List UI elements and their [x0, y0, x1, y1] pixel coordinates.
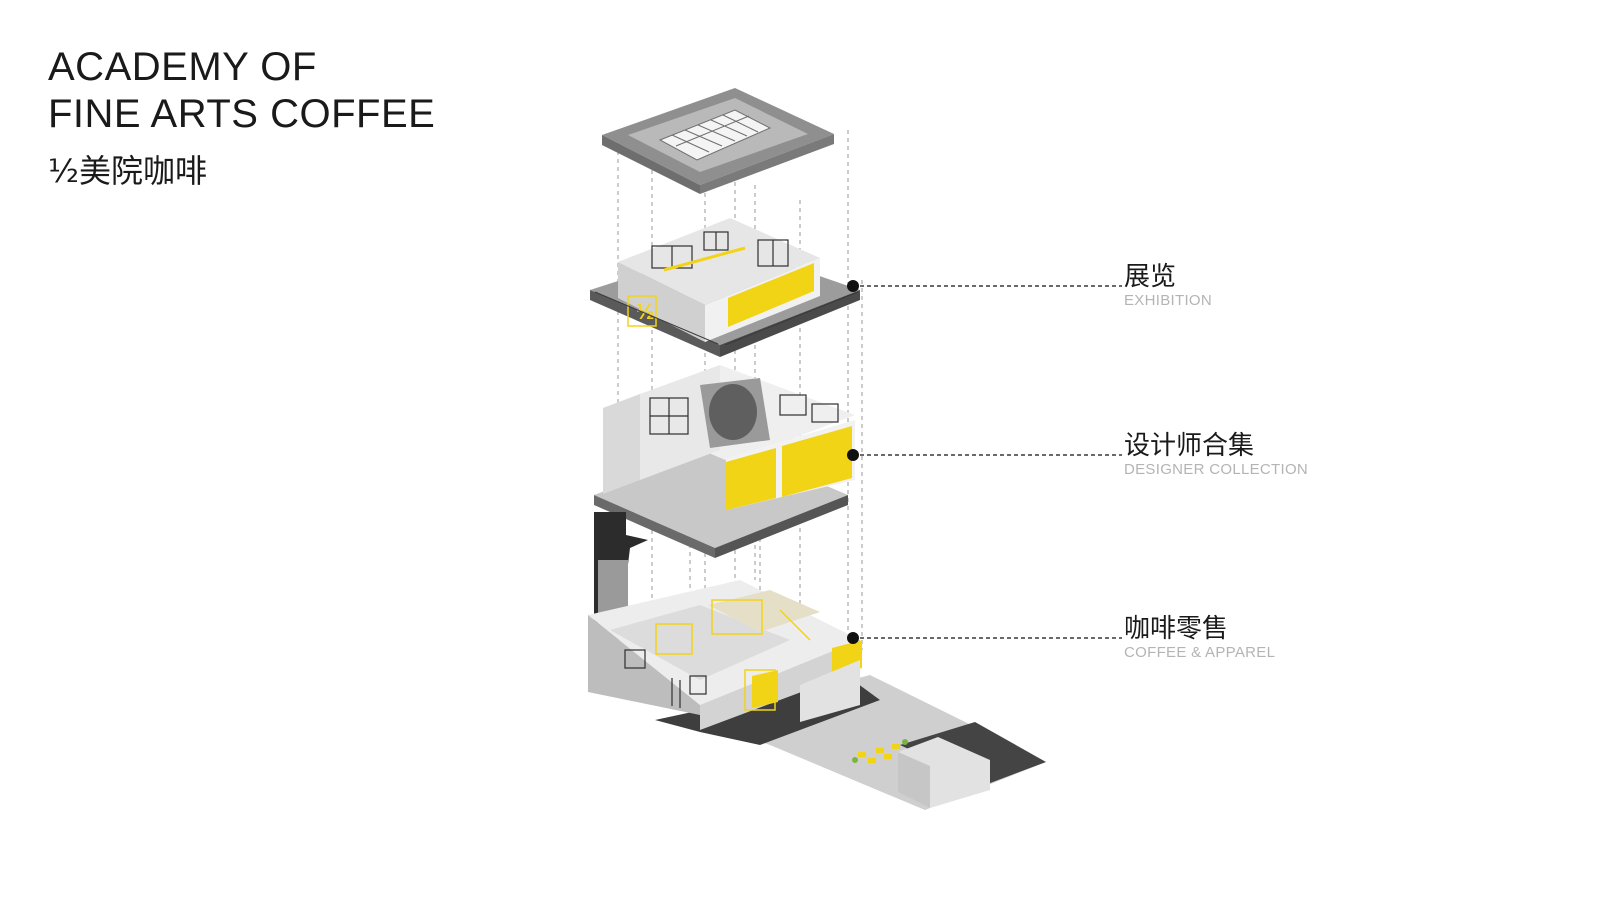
- callout-designer-en: DESIGNER COLLECTION: [1124, 461, 1309, 478]
- logo-half-mark: ½: [636, 299, 654, 324]
- title-chinese: ½美院咖啡: [48, 152, 208, 190]
- title-line-2: FINE ARTS COFFEE: [48, 92, 436, 136]
- callout-exhibition: 展览 EXHIBITION: [1124, 262, 1212, 310]
- floor-exhibition: ½: [590, 218, 860, 357]
- designer-yellow-panel: [726, 448, 776, 510]
- outdoor-seating: [858, 744, 900, 763]
- callout-coffee-apparel: 咖啡零售 COFFEE & APPAREL: [1124, 614, 1275, 662]
- exhibition-yellow-panel: [728, 263, 814, 327]
- project-title: ACADEMY OF FINE ARTS COFFEE: [48, 44, 435, 138]
- callout-exhibition-en: EXHIBITION: [1124, 292, 1213, 309]
- callout-designer-collection: 设计师合集 DESIGNER COLLECTION: [1124, 431, 1308, 479]
- callout-exhibition-cn: 展览: [1124, 262, 1177, 292]
- callout-coffee-en: COFFEE & APPAREL: [1124, 644, 1276, 661]
- floor-designer-collection: [594, 365, 855, 558]
- skylight-icon: [658, 109, 772, 161]
- callout-dot-coffee: [847, 632, 859, 644]
- callout-designer-cn: 设计师合集: [1124, 431, 1255, 461]
- callout-dot-exhibition: [847, 280, 859, 292]
- floor-coffee-apparel: [588, 512, 1046, 810]
- roof-layer: [602, 88, 834, 194]
- callout-leaders: [847, 280, 1122, 644]
- callout-dot-designer: [847, 449, 859, 461]
- title-line-1: ACADEMY OF: [48, 45, 317, 89]
- callout-coffee-cn: 咖啡零售: [1124, 614, 1229, 644]
